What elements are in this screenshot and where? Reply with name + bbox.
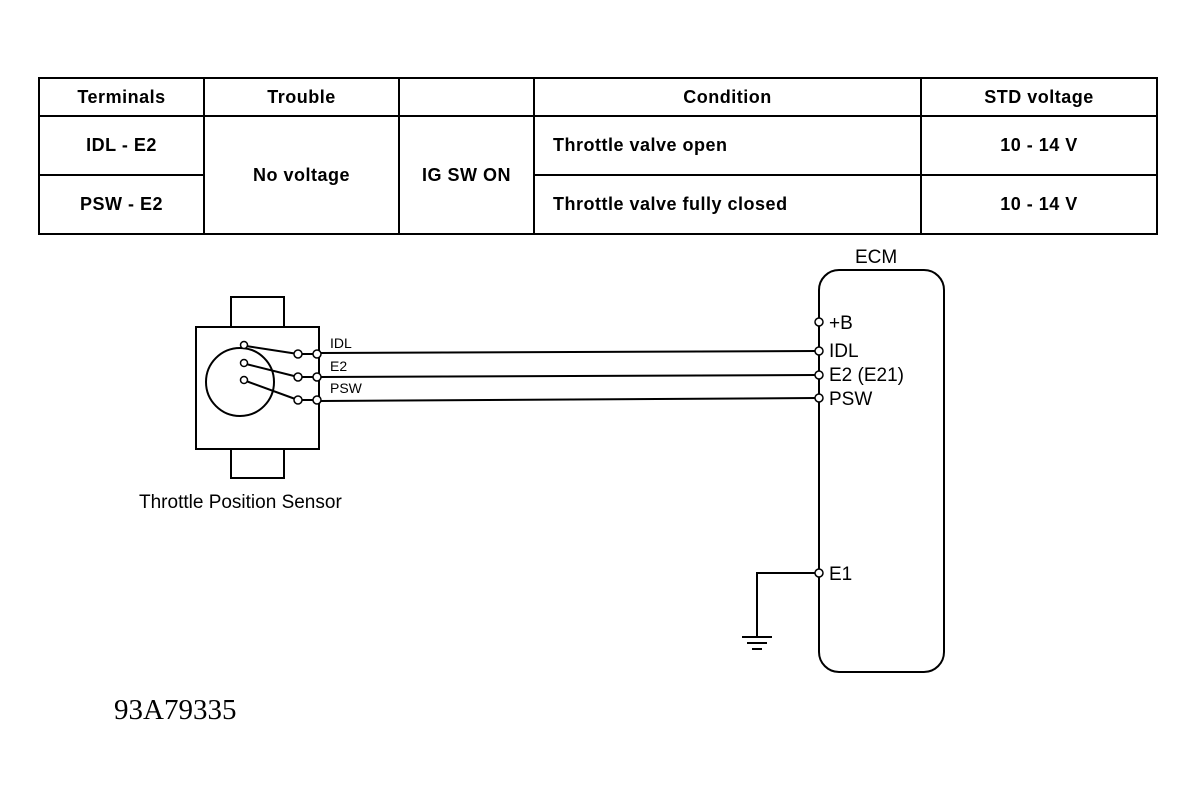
wire-label-e2: E2 (330, 358, 347, 374)
cell-voltage-open: 10 - 14 V (920, 115, 1158, 176)
header-condition: Condition (533, 77, 922, 117)
ground-wire (756, 572, 816, 637)
cell-condition-open: Throttle valve open (533, 115, 922, 176)
cell-terminals-psw: PSW - E2 (38, 174, 205, 235)
wire-psw (319, 397, 817, 402)
ecm-terminal-b: +B (829, 313, 853, 334)
sensor-top-tab (230, 296, 285, 328)
wire-label-psw: PSW (330, 380, 363, 396)
wire-idl (319, 350, 817, 354)
header-terminals: Terminals (38, 77, 205, 117)
sensor-body (195, 326, 320, 450)
ecm-title: ECM (855, 247, 897, 268)
ecm-box (818, 269, 945, 673)
wire-e2 (319, 374, 817, 378)
voltage-spec-table: Terminals Trouble Condition STD voltage … (38, 77, 1158, 235)
cell-condition-closed: Throttle valve fully closed (533, 174, 922, 235)
cell-voltage-closed: 10 - 14 V (920, 174, 1158, 235)
ecm-terminal-idl: IDL (829, 341, 859, 362)
sensor-rotor-icon (205, 347, 275, 417)
ecm-terminal-e1: E1 (829, 564, 852, 585)
header-blank (398, 77, 535, 117)
ecm-terminal-psw: PSW (829, 389, 872, 410)
cell-switch-state: IG SW ON (398, 115, 535, 235)
sensor-label: Throttle Position Sensor (139, 492, 342, 513)
header-trouble: Trouble (203, 77, 400, 117)
cell-terminals-idl: IDL - E2 (38, 115, 205, 176)
wire-label-idl: IDL (330, 335, 352, 351)
sensor-bottom-tab (230, 448, 285, 479)
figure-code: 93A79335 (114, 694, 237, 726)
cell-trouble: No voltage (203, 115, 400, 235)
ecm-terminal-e2: E2 (E21) (829, 365, 904, 386)
header-std-voltage: STD voltage (920, 77, 1158, 117)
